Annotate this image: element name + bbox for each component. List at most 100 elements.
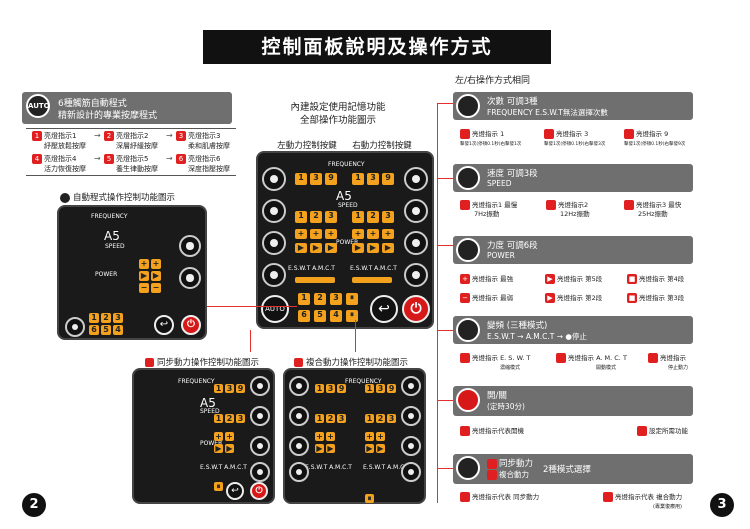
right-freq-dial-icon[interactable] xyxy=(404,167,428,191)
plus-key[interactable]: + xyxy=(382,229,394,239)
left-mode-dial-icon[interactable] xyxy=(262,263,286,287)
program-key[interactable]: 5 xyxy=(101,325,111,335)
plus-key[interactable]: + xyxy=(352,229,364,239)
program-key[interactable]: 3 xyxy=(113,313,123,323)
speed-key[interactable]: 1 xyxy=(315,414,324,423)
freq-key[interactable]: 1 xyxy=(315,384,324,393)
play-key[interactable]: ▶ xyxy=(139,271,149,281)
freq-key[interactable]: 1 xyxy=(214,384,223,393)
sync-key[interactable]: ⏸ xyxy=(346,293,358,305)
freq-dial-icon[interactable] xyxy=(289,376,309,396)
speed-dial-icon[interactable] xyxy=(179,235,201,257)
plus-key[interactable]: + xyxy=(139,259,149,269)
program-key[interactable]: 5 xyxy=(314,310,326,322)
play-key[interactable]: ▶ xyxy=(367,243,379,253)
mode-dial-icon[interactable] xyxy=(250,462,270,482)
freq-key[interactable]: 1 xyxy=(295,173,307,185)
play-key[interactable]: ▶ xyxy=(382,243,394,253)
power-dial-icon[interactable] xyxy=(179,267,201,289)
play-key[interactable]: ▶ xyxy=(376,444,385,453)
program-key[interactable]: 6 xyxy=(89,325,99,335)
power-icon[interactable]: ⏻ xyxy=(250,482,268,500)
plus-key[interactable]: + xyxy=(310,229,322,239)
program-key[interactable]: 3 xyxy=(330,293,342,305)
auto-dial-icon[interactable] xyxy=(65,317,85,337)
program-key[interactable]: 4 xyxy=(330,310,342,322)
play-key[interactable]: ▶ xyxy=(325,243,337,253)
play-key[interactable]: ▶ xyxy=(151,271,161,281)
left-power-dial-icon[interactable] xyxy=(262,231,286,255)
speed-key[interactable]: 2 xyxy=(225,414,234,423)
freq-key[interactable]: 9 xyxy=(236,384,245,393)
play-key[interactable]: ▶ xyxy=(352,243,364,253)
freq-key[interactable]: 9 xyxy=(325,173,337,185)
speed-key[interactable]: 3 xyxy=(382,211,394,223)
play-key[interactable]: ▶ xyxy=(225,444,234,453)
play-key[interactable]: ▶ xyxy=(315,444,324,453)
compound-key[interactable]: ⏸ xyxy=(346,310,358,322)
right-mode-dial-icon[interactable] xyxy=(404,263,428,287)
auto-button[interactable]: AUTO xyxy=(261,295,289,323)
power-icon[interactable]: ⏻ xyxy=(181,315,201,335)
minus-key[interactable]: − xyxy=(151,283,161,293)
power-dial-icon[interactable] xyxy=(401,436,421,456)
right-power-dial-icon[interactable] xyxy=(404,231,428,255)
plus-key[interactable]: + xyxy=(376,432,385,441)
program-key[interactable]: 2 xyxy=(101,313,111,323)
speed-key[interactable]: 3 xyxy=(236,414,245,423)
speed-key[interactable]: 2 xyxy=(326,414,335,423)
speed-dial-icon[interactable] xyxy=(289,406,309,426)
freq-key[interactable]: 3 xyxy=(310,173,322,185)
plus-key[interactable]: + xyxy=(367,229,379,239)
minus-key[interactable]: − xyxy=(139,283,149,293)
speed-dial-icon[interactable] xyxy=(401,406,421,426)
play-key[interactable]: ▶ xyxy=(214,444,223,453)
plus-key[interactable]: + xyxy=(214,432,223,441)
right-speed-dial-icon[interactable] xyxy=(404,199,428,223)
freq-key[interactable]: 3 xyxy=(225,384,234,393)
speed-key[interactable]: 3 xyxy=(387,414,396,423)
freq-dial-icon[interactable] xyxy=(250,376,270,396)
return-icon[interactable]: ↩ xyxy=(370,295,398,323)
speed-key[interactable]: 2 xyxy=(310,211,322,223)
play-key[interactable]: ▶ xyxy=(310,243,322,253)
return-icon[interactable]: ↩ xyxy=(154,315,174,335)
freq-dial-icon[interactable] xyxy=(401,376,421,396)
speed-key[interactable]: 1 xyxy=(352,211,364,223)
program-key[interactable]: 1 xyxy=(89,313,99,323)
play-key[interactable]: ▶ xyxy=(295,243,307,253)
program-key[interactable]: 4 xyxy=(113,325,123,335)
power-dial-icon[interactable] xyxy=(289,436,309,456)
plus-key[interactable]: + xyxy=(315,432,324,441)
plus-key[interactable]: + xyxy=(365,432,374,441)
mode-dial-icon[interactable] xyxy=(401,462,421,482)
compound-key[interactable]: ⏸ xyxy=(365,494,374,503)
power-dial-icon[interactable] xyxy=(250,436,270,456)
plus-key[interactable]: + xyxy=(295,229,307,239)
sync-key[interactable]: ⏸ xyxy=(214,482,223,491)
speed-key[interactable]: 2 xyxy=(376,414,385,423)
power-icon[interactable]: ⏻ xyxy=(402,295,430,323)
speed-key[interactable]: 2 xyxy=(367,211,379,223)
program-key[interactable]: 1 xyxy=(298,293,310,305)
program-key[interactable]: 6 xyxy=(298,310,310,322)
plus-key[interactable]: + xyxy=(225,432,234,441)
freq-key[interactable]: 1 xyxy=(365,384,374,393)
mode-dial-icon[interactable] xyxy=(289,462,309,482)
speed-key[interactable]: 1 xyxy=(365,414,374,423)
speed-key[interactable]: 1 xyxy=(295,211,307,223)
freq-key[interactable]: 9 xyxy=(382,173,394,185)
play-key[interactable]: ▶ xyxy=(326,444,335,453)
plus-key[interactable]: + xyxy=(326,432,335,441)
left-freq-dial-icon[interactable] xyxy=(262,167,286,191)
speed-key[interactable]: 3 xyxy=(337,414,346,423)
speed-key[interactable]: 3 xyxy=(325,211,337,223)
freq-key[interactable]: 9 xyxy=(337,384,346,393)
freq-key[interactable]: 3 xyxy=(326,384,335,393)
freq-key[interactable]: 9 xyxy=(387,384,396,393)
plus-key[interactable]: + xyxy=(151,259,161,269)
return-icon[interactable]: ↩ xyxy=(226,482,244,500)
speed-key[interactable]: 1 xyxy=(214,414,223,423)
freq-key[interactable]: 1 xyxy=(352,173,364,185)
freq-key[interactable]: 3 xyxy=(367,173,379,185)
